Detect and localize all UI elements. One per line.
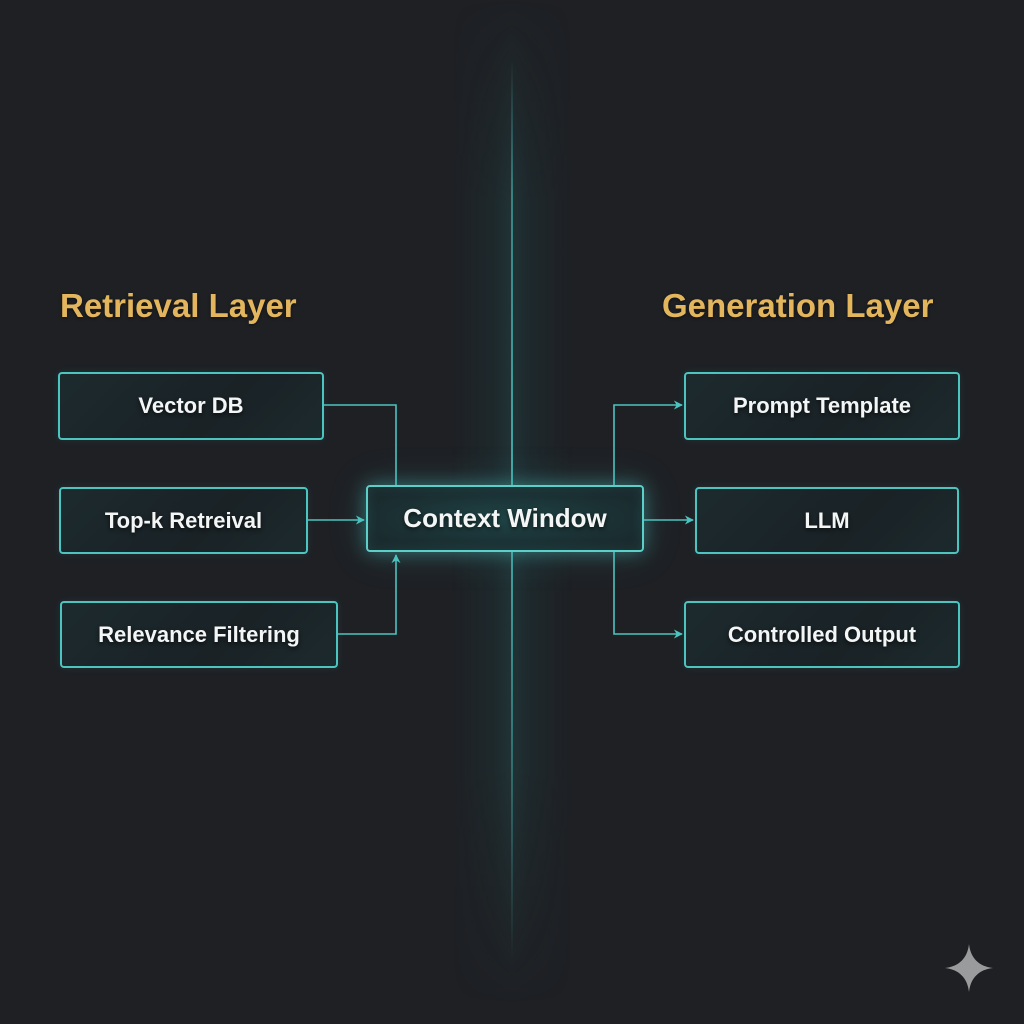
node-label: Top-k Retreival — [104, 507, 263, 533]
node-label: Prompt Template — [732, 393, 912, 418]
generation-layer-heading: Generation Layer — [662, 287, 934, 324]
node-llm[interactable]: LLM — [695, 487, 959, 554]
node-relevance-filtering[interactable]: Relevance Filtering — [60, 601, 338, 668]
node-prompt-template[interactable]: Prompt Template — [684, 372, 960, 440]
node-controlled-output[interactable]: Controlled Output — [684, 601, 960, 668]
retrieval-layer-heading: Retrieval Layer — [60, 287, 297, 324]
node-top-k-retrieval[interactable]: Top-k Retreival — [59, 487, 308, 554]
node-label: Relevance Filtering — [98, 621, 300, 647]
node-context-window[interactable]: Context Window — [366, 485, 644, 552]
node-label: Controlled Output — [727, 621, 917, 647]
edge-vectordb-context — [323, 404, 397, 485]
edge-relevance-context — [337, 554, 401, 635]
node-label: LLM — [804, 507, 850, 533]
edge-context-output — [613, 551, 683, 639]
node-label: Vector DB — [138, 393, 244, 418]
sparkle-icon — [945, 944, 993, 992]
edge-context-prompt — [613, 400, 683, 485]
node-vector-db[interactable]: Vector DB — [58, 372, 324, 440]
node-label: Context Window — [403, 503, 607, 533]
